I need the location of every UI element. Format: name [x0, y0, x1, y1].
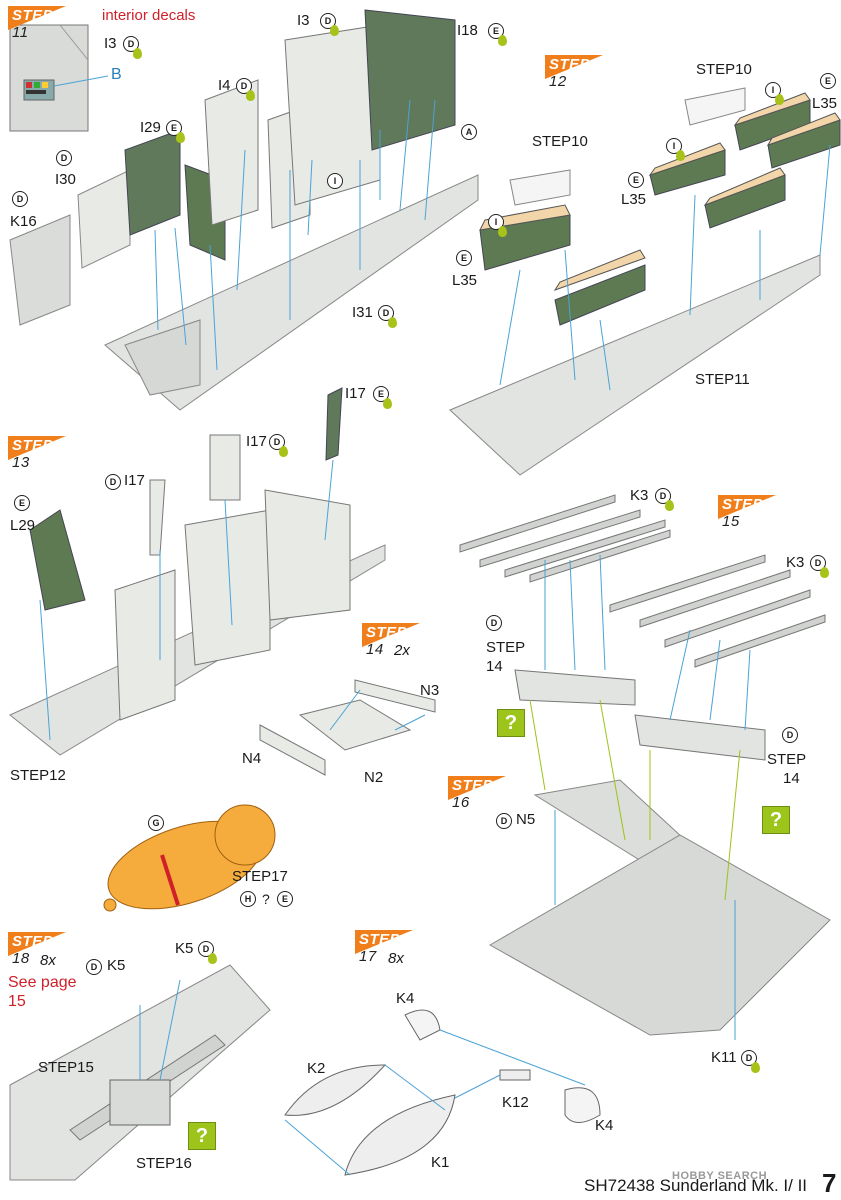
- glue-drop-icon: [383, 398, 392, 409]
- badge-d: D: [486, 615, 502, 631]
- step18-assembly: [9, 964, 271, 1181]
- badge-d: D: [56, 150, 72, 166]
- watermark: HOBBY SEARCH: [672, 1170, 768, 1182]
- part-label: K1: [431, 1154, 450, 1171]
- question-icon: ?: [762, 806, 790, 834]
- part-label: K3: [630, 487, 649, 504]
- glue-drop-icon: [820, 567, 829, 578]
- part-label: L29: [10, 517, 36, 534]
- step-reference: STEP17: [232, 868, 288, 885]
- part-label: K5: [107, 957, 126, 974]
- part-label: K5: [175, 940, 194, 957]
- part-label: K12: [502, 1094, 529, 1111]
- page-number: 7: [822, 1168, 837, 1198]
- question-icon: ?: [188, 1122, 216, 1150]
- badge-e: E: [277, 891, 293, 907]
- question-inline: ?: [262, 891, 270, 907]
- badge-i: I: [327, 173, 343, 189]
- part-label: K3: [786, 554, 805, 571]
- part-label: N5: [516, 811, 536, 828]
- part-label: I17: [246, 433, 267, 450]
- step15-16-assembly: [459, 494, 831, 1040]
- part-label: I31: [352, 304, 373, 321]
- step-18-multiplier: 8x: [40, 952, 56, 969]
- step-reference: STEP: [486, 639, 526, 656]
- badge-a: A: [461, 124, 477, 140]
- part-label: N3: [420, 682, 440, 699]
- part-label: I17: [345, 385, 366, 402]
- part-label: K16: [10, 213, 37, 230]
- part-label: K4: [595, 1117, 614, 1134]
- step12-assembly: [449, 87, 841, 476]
- decal-inset: [9, 24, 109, 132]
- glue-drop-icon: [330, 25, 339, 36]
- step-14-multiplier: 2x: [394, 642, 410, 659]
- glue-drop-icon: [498, 226, 507, 237]
- step-reference: STEP11: [695, 371, 750, 388]
- badge-d: D: [782, 727, 798, 743]
- glue-drop-icon: [208, 953, 217, 964]
- glue-drop-icon: [246, 90, 255, 101]
- step-reference: STEP16: [136, 1155, 192, 1172]
- step13-assembly: [9, 387, 386, 756]
- part-label: I3: [104, 35, 117, 52]
- badge-d: D: [12, 191, 28, 207]
- part-label: I18: [457, 22, 478, 39]
- part-label: L35: [812, 95, 838, 112]
- badge-g: G: [148, 815, 164, 831]
- part-label: L35: [621, 191, 647, 208]
- glue-drop-icon: [751, 1062, 760, 1073]
- step-reference: STEP10: [532, 133, 588, 150]
- step-17-multiplier: 8x: [388, 950, 404, 967]
- glue-drop-icon: [133, 48, 142, 59]
- see-page-note: See page 15: [8, 974, 77, 1010]
- glue-drop-icon: [665, 500, 674, 511]
- step-reference: STEP12: [10, 767, 66, 784]
- question-icon: ?: [497, 709, 525, 737]
- badge-e: E: [14, 495, 30, 511]
- step-reference-num: 14: [486, 658, 503, 675]
- part-label: I30: [55, 171, 76, 188]
- badge-d: D: [86, 959, 102, 975]
- part-label: K2: [307, 1060, 326, 1077]
- part-label: L35: [452, 272, 478, 289]
- part-label: I29: [140, 119, 161, 136]
- part-label: K4: [396, 990, 415, 1007]
- part-label: I3: [297, 12, 310, 29]
- step17-parts: [284, 1009, 601, 1176]
- badge-e: E: [628, 172, 644, 188]
- bomb-drawing: [103, 804, 276, 912]
- glue-drop-icon: [388, 317, 397, 328]
- badge-d: D: [105, 474, 121, 490]
- badge-e: E: [456, 250, 472, 266]
- glue-drop-icon: [279, 446, 288, 457]
- glue-drop-icon: [775, 94, 784, 105]
- step-reference-num: 14: [783, 770, 800, 787]
- glue-drop-icon: [498, 35, 507, 46]
- step-reference: STEP: [767, 751, 807, 768]
- glue-drop-icon: [176, 132, 185, 143]
- step-reference: STEP10: [696, 61, 752, 78]
- decal-label: B: [111, 66, 122, 83]
- step-reference: STEP15: [38, 1059, 94, 1076]
- part-label: I4: [218, 77, 231, 94]
- part-label: N4: [242, 750, 262, 767]
- footer-title: SH72438 Sunderland Mk. I/ II: [584, 1176, 808, 1195]
- step14-assembly: [259, 679, 436, 776]
- badge-e: E: [820, 73, 836, 89]
- step11-floor: [9, 9, 479, 411]
- glue-drop-icon: [676, 150, 685, 161]
- part-label: K11: [711, 1049, 737, 1066]
- part-label: N2: [364, 769, 384, 786]
- badge-d: D: [496, 813, 512, 829]
- interior-decals-note: interior decals: [102, 7, 196, 24]
- part-label: I17: [124, 472, 145, 489]
- badge-h: H: [240, 891, 256, 907]
